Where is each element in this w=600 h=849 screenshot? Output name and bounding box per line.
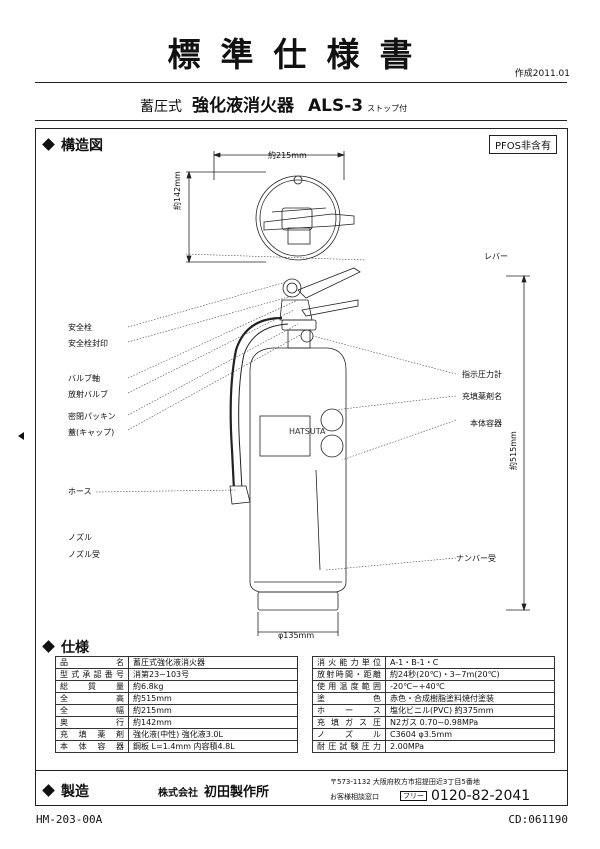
dim-width-label: 約215mm [268, 151, 307, 160]
spec-heading: 仕様 [40, 637, 89, 657]
diamond-bullet-icon [42, 640, 55, 653]
diamond-bullet-icon [42, 784, 55, 797]
part-label-discharge-valve: 放射バルブ [68, 390, 108, 399]
spec-table-left: 品名蓄圧式強化液消火器 型式承認番号消第23~103号 総質量約6.8kg 全高… [55, 656, 298, 753]
part-label-cap: 蓋(キャップ) [68, 428, 115, 437]
part-label-lever: レバー [484, 252, 508, 261]
product-model: ALS-3 [308, 96, 364, 116]
maker-name: 株式会社初田製作所 [158, 785, 270, 800]
table-row: 放射時間・距離約24秒(20℃)・3~7m(20℃) [312, 668, 555, 681]
page-marker-icon [18, 432, 24, 440]
part-label-safety-seal: 安全栓封印 [68, 339, 108, 348]
dim-diameter-label: φ135mm [278, 631, 315, 640]
dim-height-label: 約515mm [509, 431, 518, 470]
created-date: 作成2011.01 [514, 69, 570, 79]
main-frame [35, 128, 568, 806]
part-label-pressure-gauge: 指示圧力計 [462, 370, 502, 379]
freedial-icon: フリー [400, 791, 427, 801]
dim-depth-label: 約142mm [173, 171, 182, 210]
table-row: 全幅約215mm [55, 704, 298, 717]
product-logo-text: HATSUTA [289, 427, 326, 436]
subtitle-divider [35, 120, 567, 121]
part-label-safety-pin: 安全栓 [68, 323, 92, 332]
part-label-agent-name: 充填薬剤名 [462, 392, 502, 401]
maker-divider [35, 770, 567, 771]
table-row: 総質量約6.8kg [55, 680, 298, 693]
part-label-nozzle: ノズル [68, 533, 92, 542]
document-title: 標準仕様書 [167, 35, 433, 74]
table-row: 品名蓄圧式強化液消火器 [55, 656, 298, 669]
table-row: 塗色赤色・合成樹脂塗料焼付塗装 [312, 692, 555, 705]
part-label-body: 本体容器 [470, 419, 502, 428]
doc-number: HM-203-00A [36, 813, 103, 826]
table-row: ホース塩化ビニル(PVC) 約375mm [312, 704, 555, 717]
part-label-packing: 密閉パッキン [68, 412, 116, 421]
product-name: 強化液消火器 [192, 96, 294, 116]
title-divider [35, 82, 567, 83]
table-row: 使用温度範囲-20℃~+40℃ [312, 680, 555, 693]
structure-heading: 構造図 [40, 135, 103, 155]
maker-heading: 製造 [40, 781, 89, 801]
table-row: 奥行約142mm [55, 716, 298, 729]
product-note: ストップ付 [367, 104, 408, 113]
table-row: 型式承認番号消第23~103号 [55, 668, 298, 681]
part-label-number-holder: ナンバー受 [456, 554, 496, 563]
table-row: 充填薬剤強化液(中性) 強化液3.0L [55, 728, 298, 741]
maker-dept: お客様相談窓口 [330, 793, 379, 801]
structure-diagram: HATSUTA [95, 151, 530, 636]
product-type: 蓄圧式 [140, 99, 182, 115]
pfos-badge: PFOS非含有 [488, 135, 557, 154]
cd-code: CD:061190 [508, 813, 568, 826]
part-label-nozzle-holder: ノズル受 [68, 550, 100, 559]
diamond-bullet-icon [42, 138, 55, 151]
part-label-hose: ホース [68, 487, 92, 496]
table-row: 全高約515mm [55, 692, 298, 705]
table-row: 本体容器鋼板 L=1.4mm 内容積4.8L [55, 740, 298, 753]
maker-address: 〒573-1132 大阪府枚方市招提田近3丁目5番地 [330, 778, 480, 786]
part-label-valve-shaft: バルブ軸 [68, 374, 100, 383]
